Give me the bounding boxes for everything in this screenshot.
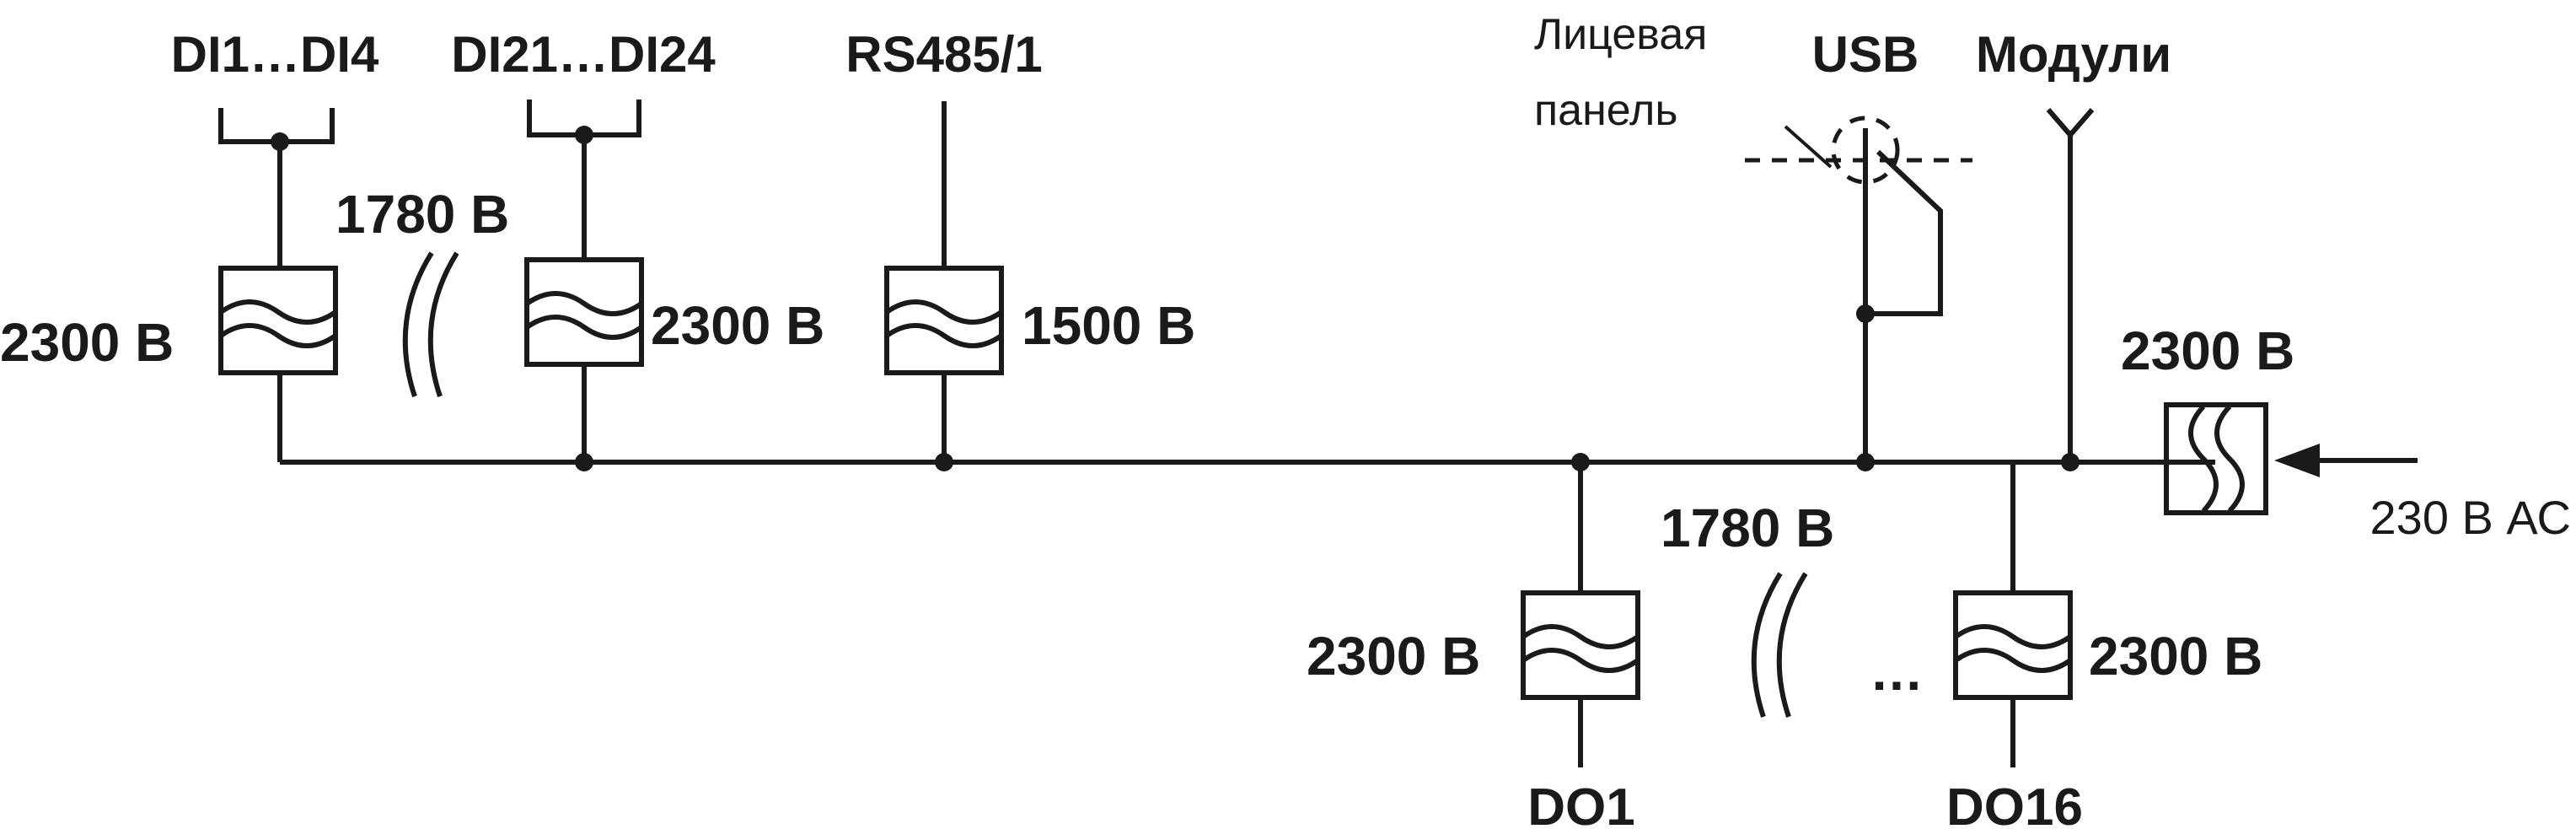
label-front-panel-line1: Лицевая — [1534, 10, 1707, 59]
label-do-gap-voltage: 1780 В — [1661, 498, 1834, 558]
rs485-branch — [884, 101, 1004, 471]
label-do16: DO16 — [1946, 778, 2083, 829]
di1-junction — [271, 132, 289, 151]
label-power-voltage: 2300 В — [2121, 320, 2294, 381]
do1-branch — [1521, 453, 1640, 767]
di21-junction — [575, 126, 593, 144]
di-gap-isolation-mark — [402, 251, 459, 397]
label-front-panel-line2: панель — [1534, 86, 1677, 135]
label-power-input: 230 В АС — [2370, 491, 2571, 544]
label-do1: DO1 — [1527, 778, 1634, 829]
label-di21-group: DI21…DI24 — [451, 26, 716, 83]
do16-branch — [1953, 462, 2073, 767]
di21-branch — [524, 100, 644, 471]
label-do-ellipsis: … — [1870, 641, 1924, 702]
modules-bus-junction — [2061, 453, 2080, 471]
modules-branch — [2046, 108, 2095, 471]
label-do1-voltage: 2300 В — [1307, 626, 1480, 686]
label-do16-voltage: 2300 В — [2089, 626, 2262, 686]
label-di-gap-voltage: 1780 В — [335, 184, 509, 245]
usb-branch — [1745, 116, 1972, 471]
power-input — [2164, 402, 2418, 515]
power-isolation-wave — [2188, 404, 2245, 514]
di1-branch — [218, 108, 338, 462]
front-panel-leader — [1784, 125, 1833, 169]
label-rs485: RS485/1 — [845, 26, 1043, 83]
usb-loop-wire — [1865, 149, 1943, 316]
usb-loop-junction — [1856, 304, 1875, 323]
power-isolation-barrier — [2164, 402, 2268, 515]
label-rs485-voltage: 1500 В — [1022, 295, 1195, 356]
label-di1-voltage: 2300 В — [0, 312, 174, 373]
do1-isolation-wave — [1521, 624, 1640, 673]
di1-isolation-wave — [219, 299, 337, 348]
do-gap-isolation-mark — [1751, 572, 1808, 718]
label-modules: Модули — [1976, 26, 2171, 83]
label-di21-voltage: 2300 В — [651, 295, 824, 356]
usb-bus-junction — [1856, 453, 1875, 471]
usb-connector-dashed-circle — [1831, 116, 1900, 185]
di21-isolation-wave — [525, 291, 643, 340]
power-input-arrow — [2274, 444, 2320, 477]
label-di1-group: DI1…DI4 — [171, 26, 379, 83]
do16-isolation-wave — [1954, 624, 2072, 673]
rs485-isolation-wave — [885, 299, 1003, 348]
do1-bus-junction — [1571, 453, 1590, 471]
modules-antenna-mark — [2046, 108, 2095, 139]
rs485-bus-junction — [935, 453, 953, 471]
label-usb: USB — [1812, 26, 1919, 83]
di21-bus-junction — [575, 453, 593, 471]
